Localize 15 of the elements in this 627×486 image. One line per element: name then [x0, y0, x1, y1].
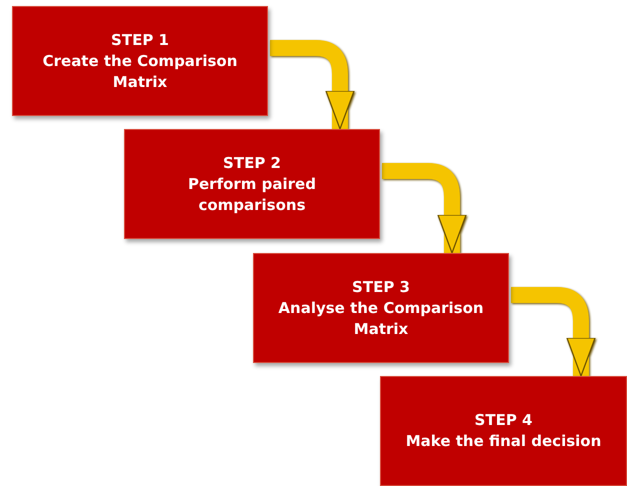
step-number: STEP 2 [223, 152, 281, 174]
curved-arrow [270, 40, 355, 130]
step-description: Analyse the Comparison Matrix [277, 298, 485, 340]
curved-arrow [382, 163, 467, 254]
curved-arrow [511, 287, 596, 377]
step-number: STEP 1 [111, 30, 169, 50]
step-box [12, 6, 268, 116]
step-box [253, 253, 509, 363]
step-number: STEP 3 [352, 276, 410, 298]
step-number: STEP 4 [474, 410, 532, 431]
step-box [124, 129, 380, 239]
step-description: Make the final decision [406, 431, 602, 452]
step-description: Create the Comparison Matrix [42, 50, 238, 92]
step-description: Perform paired comparisons [187, 174, 317, 216]
step-box [380, 376, 627, 486]
